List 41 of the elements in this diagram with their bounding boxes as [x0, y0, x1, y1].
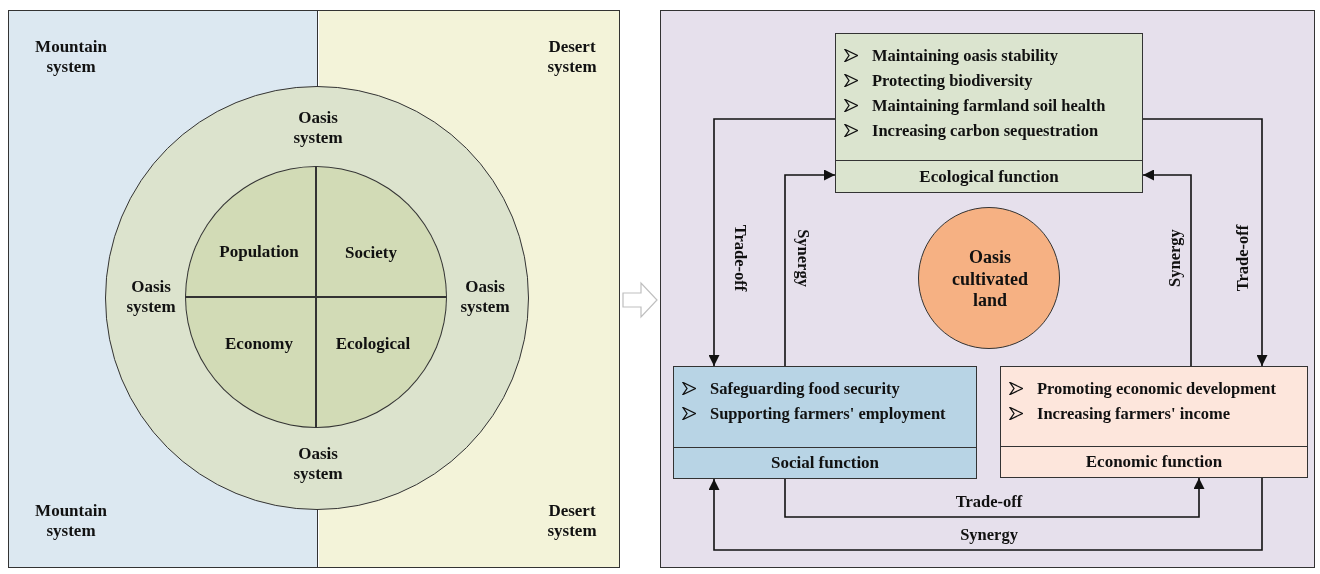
economic-function-box	[1000, 366, 1308, 478]
diagram-panel	[660, 10, 1315, 568]
function-title: Ecological function	[836, 160, 1142, 192]
bullet-text: Maintaining farmland soil health	[872, 95, 1106, 116]
social-function-box	[673, 366, 977, 479]
arrow	[708, 477, 1263, 551]
ecological-function-box	[835, 33, 1143, 193]
ring-label: Oasis system	[292, 108, 344, 149]
bullet-text: Increasing farmers' income	[1037, 403, 1231, 424]
ring-label: Oasis system	[459, 277, 511, 318]
function-title: Economic function	[1001, 446, 1307, 477]
quadrant-label: Population	[219, 241, 299, 263]
quadrant-label: Ecological	[335, 333, 411, 355]
edge-label: Synergy	[1165, 229, 1185, 287]
edge-label: Trade-off	[1233, 224, 1253, 292]
bullet-text: Increasing carbon sequestration	[872, 120, 1099, 141]
bullet-text: Supporting farmers' employment	[710, 403, 946, 424]
arrow	[1142, 118, 1268, 367]
edge-label: Trade-off	[955, 492, 1023, 512]
ring-label: Oasis system	[125, 277, 177, 318]
edge-label: Synergy	[793, 229, 813, 287]
region-label: Mountain system	[34, 37, 108, 78]
bullet-text: Promoting economic development	[1037, 378, 1276, 399]
region-label: Desert system	[546, 37, 598, 78]
bullet-text: Protecting biodiversity	[872, 70, 1033, 91]
arrow	[784, 169, 836, 367]
edge-label: Trade-off	[730, 224, 750, 292]
region-label: Desert system	[546, 501, 598, 542]
arrow	[708, 118, 836, 367]
function-title: Social function	[674, 447, 976, 478]
bullet-text: Maintaining oasis stability	[872, 45, 1059, 66]
region-label: Mountain system	[34, 501, 108, 542]
block-arrow	[622, 281, 658, 319]
arrow	[1142, 169, 1192, 367]
ring-label: Oasis system	[292, 444, 344, 485]
circle-label: Oasis cultivated land	[951, 246, 1029, 312]
bullet-text: Safeguarding food security	[710, 378, 900, 399]
arrow	[784, 477, 1205, 518]
edge-label: Synergy	[960, 525, 1018, 545]
quadrant-label: Economy	[225, 333, 293, 355]
quadrant-label: Society	[345, 242, 397, 264]
